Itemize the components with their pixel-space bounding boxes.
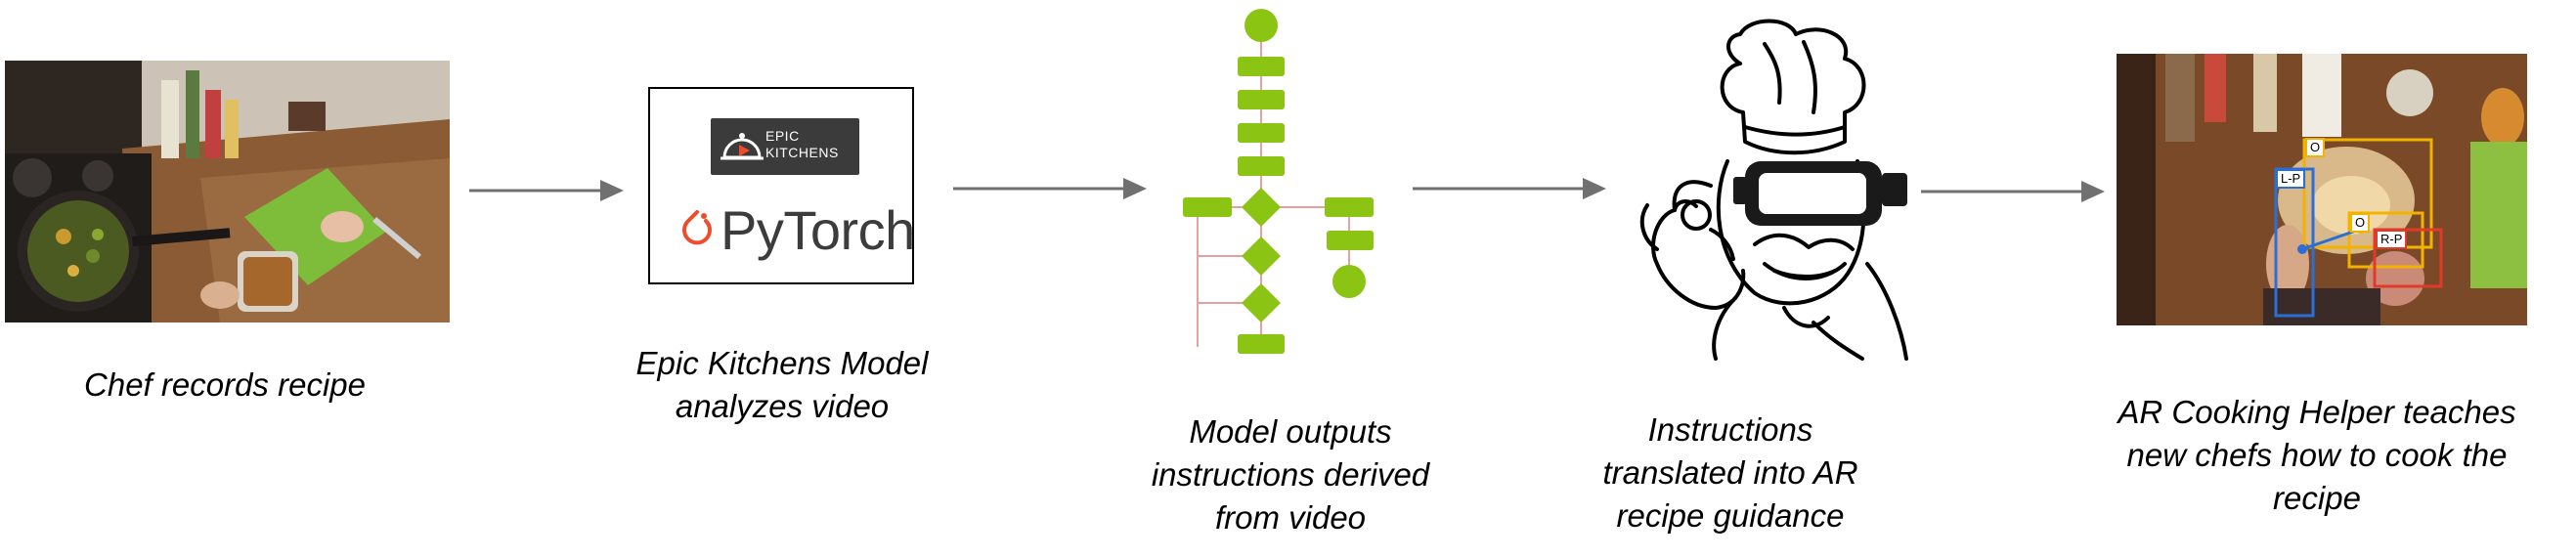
step-4-caption: Instructions translated into AR recipe g… xyxy=(1525,408,1936,538)
caption-line: new chefs how to cook the xyxy=(2126,437,2508,473)
ar-label-left-hand: L-P xyxy=(2276,169,2306,189)
caption-line: recipe xyxy=(2273,480,2361,516)
caption-line: from video xyxy=(1214,499,1367,536)
caption-line: Instructions xyxy=(1647,411,1813,448)
flow-decision-node xyxy=(1242,236,1281,276)
logo-line: KITCHENS xyxy=(765,145,839,160)
flow-end-node xyxy=(1332,265,1366,298)
flow-decision-node xyxy=(1242,283,1281,322)
caption-line: translated into AR xyxy=(1602,454,1858,491)
ar-annotated-kitchen-photo: O L-P O R-P xyxy=(2117,54,2527,325)
flow-decision-node xyxy=(1242,188,1281,227)
play-triangle-icon xyxy=(739,145,750,156)
caption-line: recipe guidance xyxy=(1616,497,1845,534)
step-5-caption: AR Cooking Helper teaches new chefs how … xyxy=(2073,391,2561,520)
flow-step-node xyxy=(1238,334,1285,354)
ar-label-object-top: O xyxy=(2305,138,2326,157)
chef-ar-headset-illustration xyxy=(1639,19,1908,361)
caption-line: AR Cooking Helper teaches xyxy=(2118,394,2516,430)
pytorch-flame-icon xyxy=(682,210,712,245)
flow-step-node xyxy=(1238,57,1285,76)
flow-step-node xyxy=(1238,156,1285,176)
instructions-flowchart xyxy=(1183,9,1374,354)
arrow-right-icon xyxy=(469,180,624,201)
arrow-right-icon xyxy=(1921,181,2105,202)
flow-step-node xyxy=(1238,90,1285,109)
ar-label-object-mid: O xyxy=(2350,213,2371,233)
arrow-right-icon xyxy=(953,178,1147,199)
chef-recording-photo xyxy=(5,61,450,322)
logo-line: EPIC xyxy=(765,128,800,144)
step-2-caption: Epic Kitchens Model analyzes video xyxy=(577,342,987,428)
flow-step-node xyxy=(1325,197,1374,217)
caption-line: instructions derived xyxy=(1151,456,1430,493)
flow-start-node xyxy=(1244,9,1278,42)
object-box-top xyxy=(2302,138,2433,249)
right-hand-box xyxy=(2373,228,2443,288)
caption-line: Model outputs xyxy=(1189,413,1392,450)
epic-kitchens-wordmark: EPIC KITCHENS xyxy=(765,128,839,161)
step-1-caption: Chef records recipe xyxy=(20,364,430,407)
object-box-mid xyxy=(2347,211,2424,269)
caption-line: Chef records recipe xyxy=(84,366,366,403)
caption-line: Epic Kitchens Model xyxy=(635,345,929,381)
flow-step-node xyxy=(1327,231,1374,250)
pytorch-wordmark: PyTorch xyxy=(720,199,915,261)
arrow-right-icon xyxy=(1413,178,1606,199)
ar-label-right-hand: R-P xyxy=(2376,230,2408,249)
epic-kitchens-logo: EPIC KITCHENS xyxy=(711,118,859,175)
flow-step-node xyxy=(1238,123,1285,143)
caption-line: analyzes video xyxy=(675,388,890,424)
step-3-caption: Model outputs instructions derived from … xyxy=(1085,410,1496,539)
model-logos-box: EPIC KITCHENS PyTorch xyxy=(648,87,915,284)
flow-step-node xyxy=(1183,197,1232,217)
